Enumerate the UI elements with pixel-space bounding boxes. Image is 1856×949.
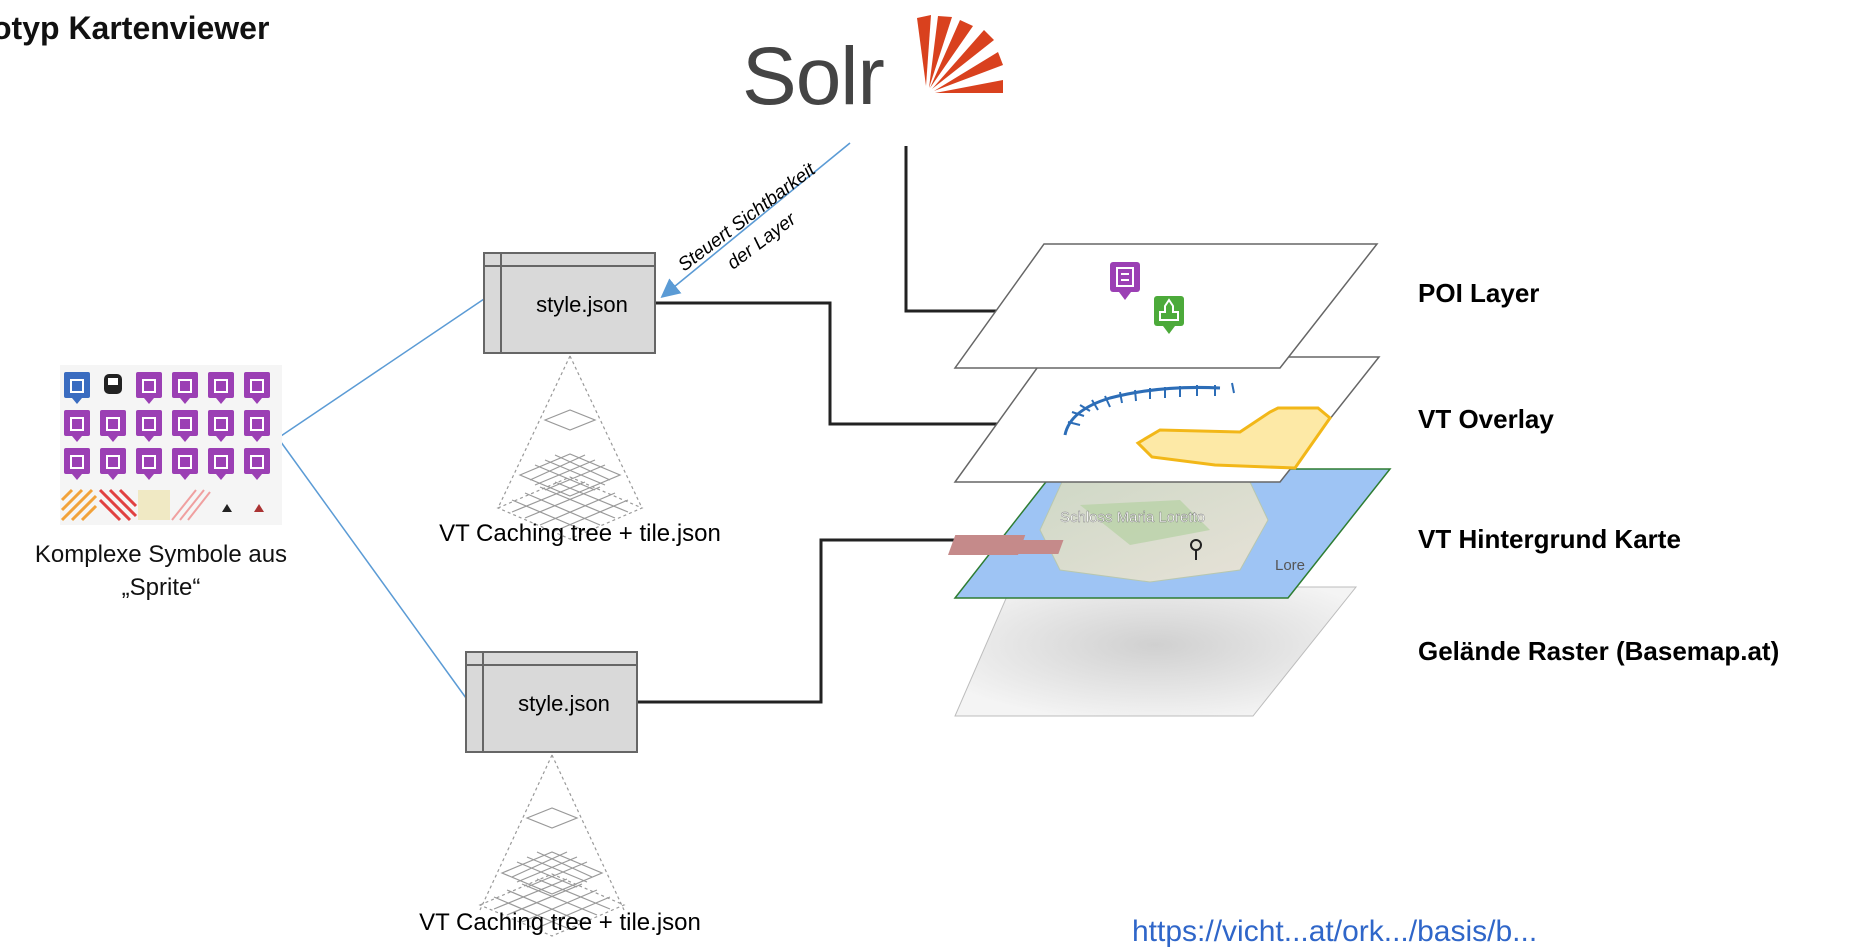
- cable-car-icon: [172, 372, 198, 404]
- bowl-icon: [64, 448, 90, 480]
- sprite-sheet: [60, 365, 282, 525]
- background-map-layer: Schloss Maria Loretto Lore: [947, 468, 1392, 599]
- monument-poi-icon: [1110, 262, 1140, 300]
- caching-tree-pyramid-2: [478, 754, 626, 937]
- layer-label-background: VT Hintergrund Karte: [1418, 524, 1681, 554]
- style-json-box-1: [483, 252, 656, 354]
- page-title: otyp Kartenviewer: [0, 10, 270, 46]
- theater-icon: [208, 372, 234, 404]
- picture-icon: [136, 372, 162, 404]
- source-link[interactable]: https://vicht...at/ork.../basis/b...: [1132, 915, 1538, 948]
- music-icon: [100, 410, 126, 442]
- fountain-icon: [172, 410, 198, 442]
- train-icon: [104, 374, 122, 394]
- style-json-label-2: style.json: [518, 691, 610, 716]
- solr-to-poi-connector: [904, 146, 1002, 313]
- layer-label-overlay: VT Overlay: [1418, 404, 1554, 434]
- church-map-label: Schloss Maria Loretto: [1060, 509, 1205, 526]
- caching-tree-pyramid-1: [496, 355, 644, 540]
- sprite-to-style1-line: [277, 298, 485, 439]
- sprite-caption-line-2: „Sprite“: [121, 574, 201, 601]
- caching-caption-1: VT Caching tree + tile.json: [439, 520, 721, 547]
- dancing-icon: [136, 410, 162, 442]
- overlay-layer: [953, 356, 1381, 483]
- camping-icon: [100, 448, 126, 480]
- layer-label-poi: POI Layer: [1418, 278, 1539, 308]
- ice-cream-icon: [172, 448, 198, 480]
- picnic-icon: [244, 410, 270, 442]
- caching-caption-2: VT Caching tree + tile.json: [419, 909, 701, 936]
- sprite-caption-line-1: Komplexe Symbole aus: [34, 541, 288, 568]
- style1-to-overlay-connector: [655, 301, 1010, 426]
- cook-icon: [244, 448, 270, 480]
- visibility-arrow: [660, 142, 851, 299]
- person-icon: [244, 372, 270, 404]
- solr-logo-text: Solr: [742, 31, 885, 122]
- layer-label-terrain: Gelände Raster (Basemap.at): [1418, 636, 1779, 666]
- sprite-caption: Komplexe Symbole aus „Sprite“: [0, 538, 322, 604]
- terrain-raster-layer: [954, 586, 1358, 717]
- briefcase-icon: [64, 372, 90, 404]
- solr-logo-icon: [917, 15, 1003, 93]
- style2-to-background-connector: [637, 538, 1007, 704]
- glasses-icon: [208, 448, 234, 480]
- poi-layer: [953, 243, 1379, 369]
- dancers-icon: [64, 410, 90, 442]
- guitar-icon: [208, 410, 234, 442]
- pattern-swatches: [60, 488, 264, 522]
- sprite-to-style2-line: [277, 437, 467, 699]
- town-map-label: Lore: [1275, 557, 1305, 574]
- style-json-box-2: [465, 651, 638, 753]
- style-json-label-1: style.json: [536, 292, 628, 317]
- church-poi-icon: [1154, 296, 1184, 334]
- hotel-icon: [136, 448, 162, 480]
